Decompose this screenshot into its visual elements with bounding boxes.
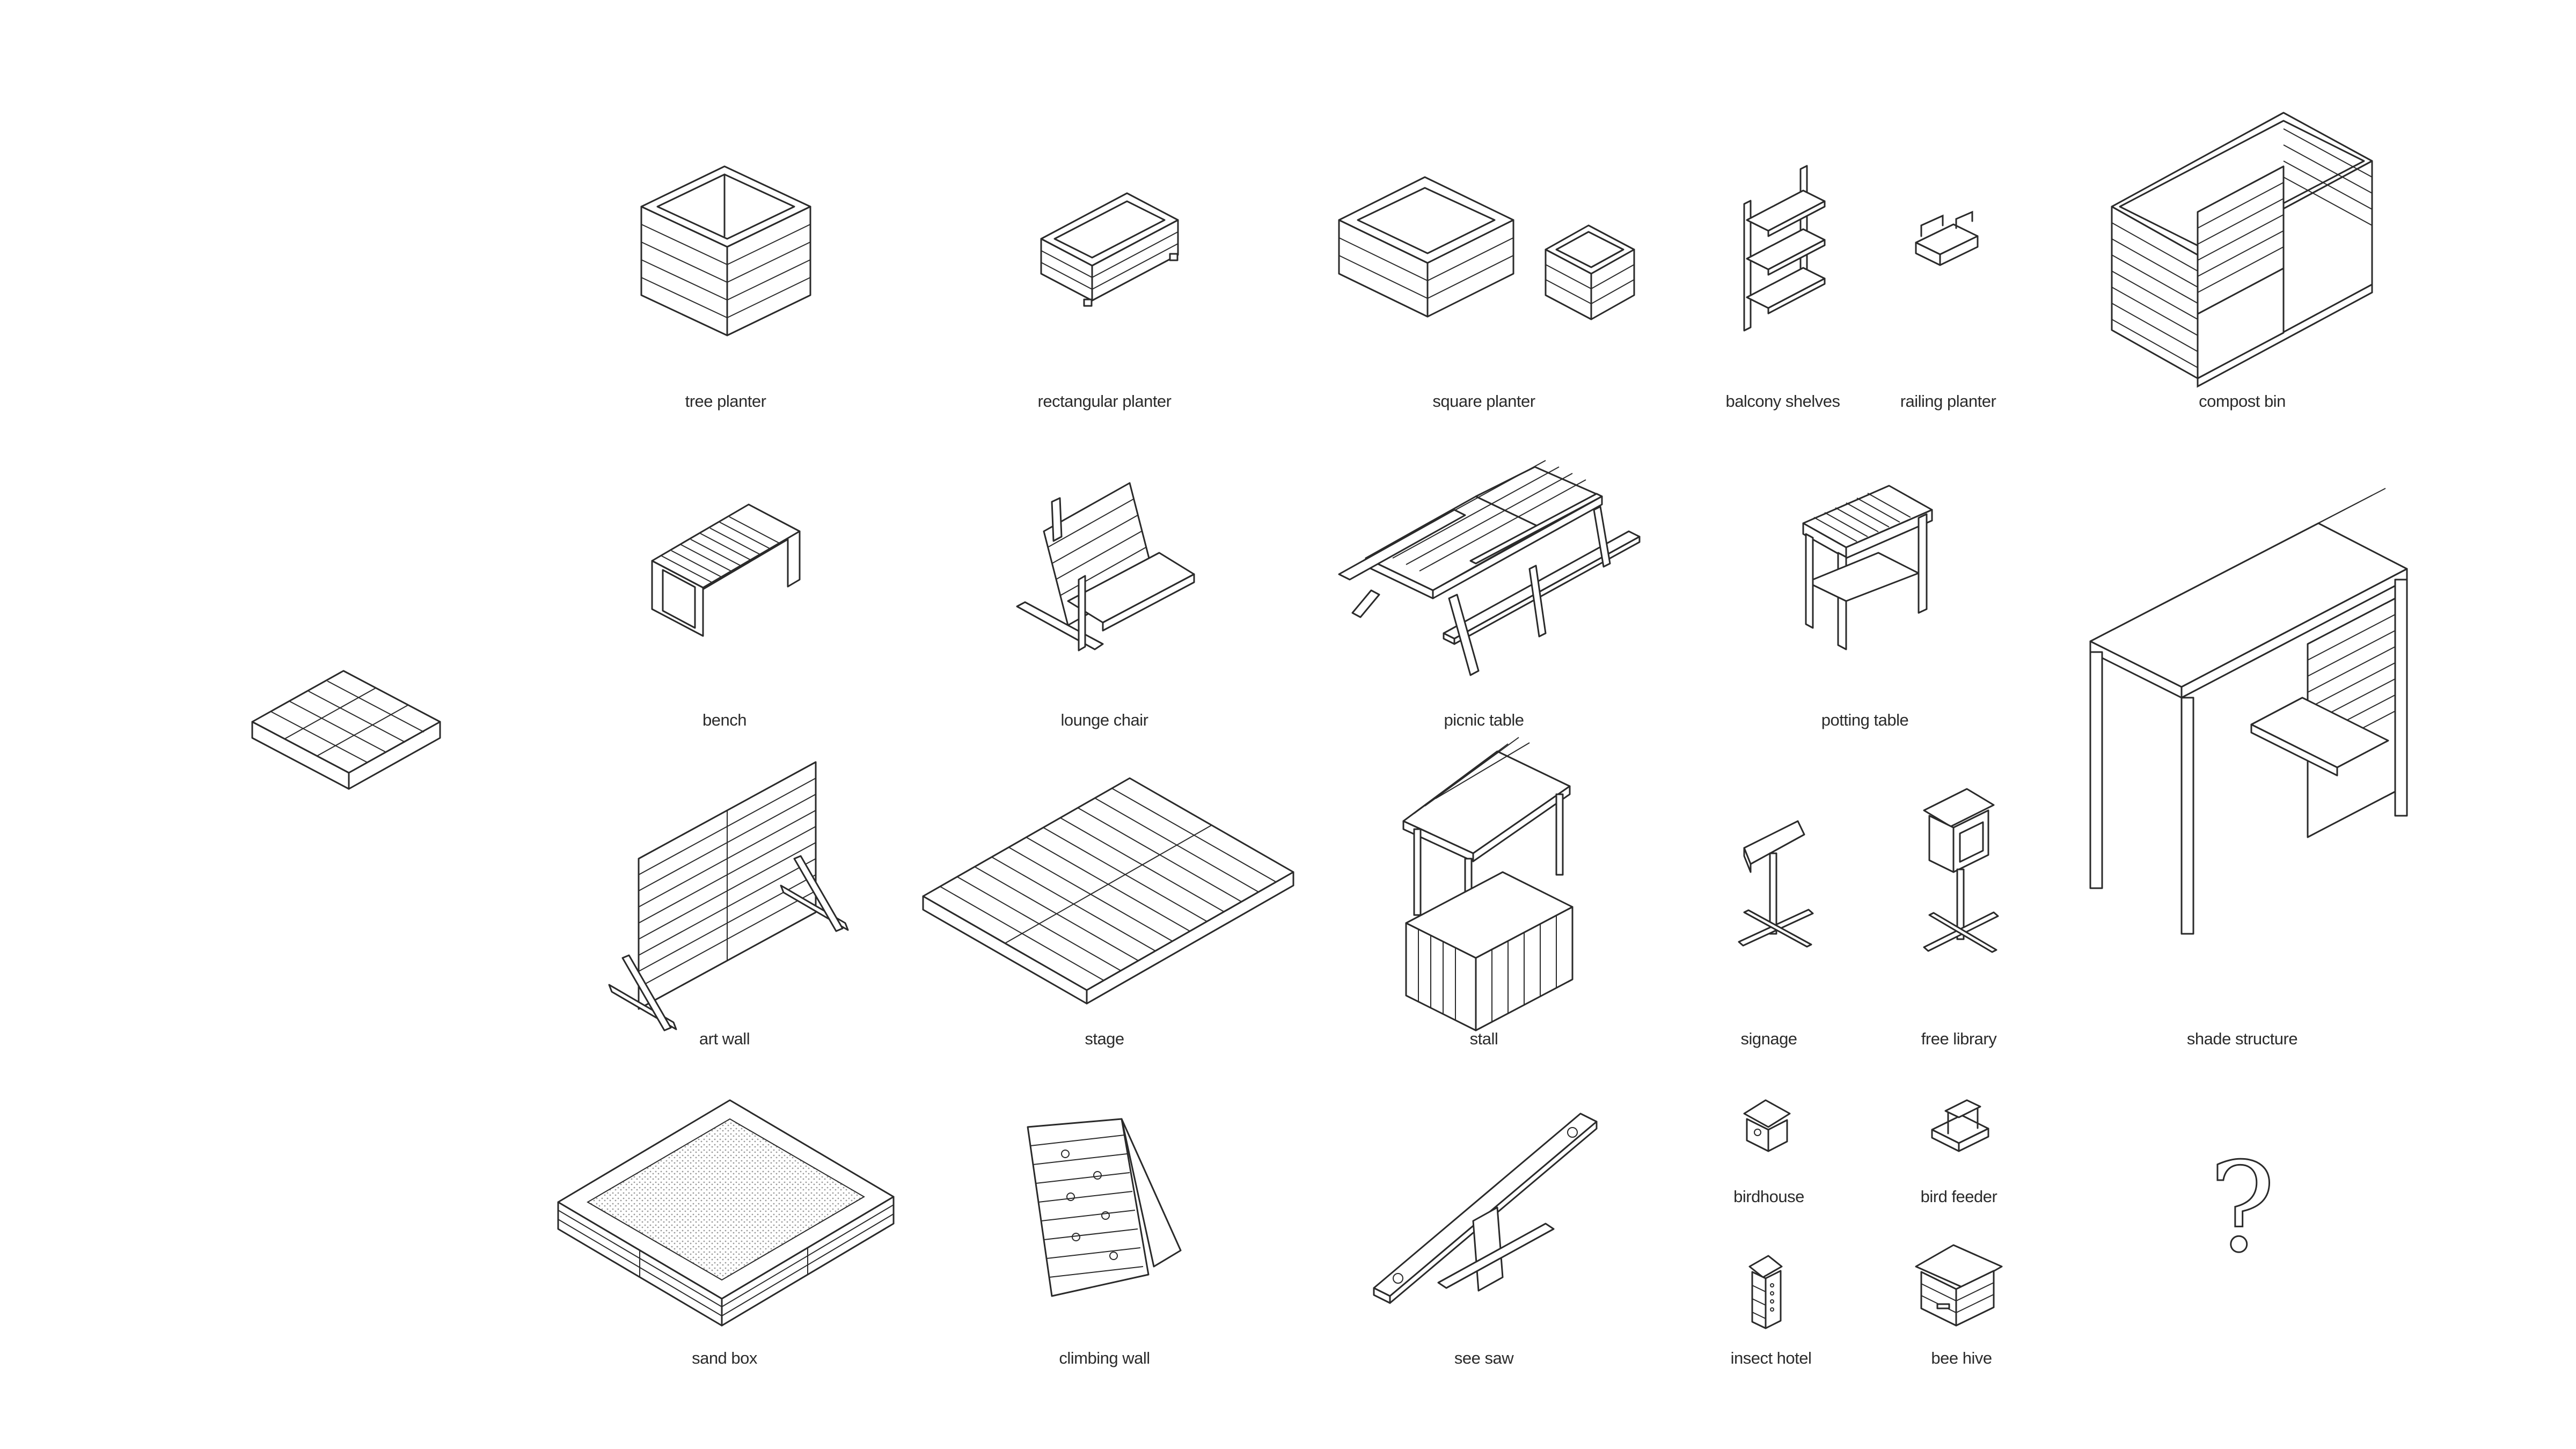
rectangular-planter-label: rectangular planter (1038, 392, 1172, 411)
tree-planter-drawing (640, 165, 811, 336)
bird-feeder-label: bird feeder (1921, 1187, 1997, 1206)
picnic-table-label: picnic table (1444, 711, 1524, 729)
potting-table-drawing (1802, 485, 1933, 650)
bird-feeder-drawing (1931, 1099, 1989, 1152)
insect-hotel-drawing (1748, 1255, 1783, 1329)
square-planter-drawing (1338, 176, 1635, 320)
art-wall-drawing (608, 761, 849, 1031)
signage-label: signage (1740, 1029, 1797, 1048)
lounge-chair-label: lounge chair (1061, 711, 1148, 729)
stall-label: stall (1470, 1029, 1498, 1048)
insect-hotel-label: insect hotel (1731, 1349, 1812, 1367)
birdhouse-drawing (1743, 1099, 1791, 1152)
bench-drawing (651, 503, 801, 637)
shade-structure-drawing (2089, 488, 2408, 935)
stall-drawing (1402, 737, 1574, 1031)
see-saw-label: see saw (1454, 1349, 1514, 1367)
bee-hive-drawing (1915, 1244, 2003, 1327)
free-library-drawing (1923, 788, 1999, 953)
birdhouse-label: birdhouse (1733, 1187, 1804, 1206)
signage-drawing (1738, 820, 1814, 948)
compost-bin-label: compost bin (2199, 392, 2286, 411)
balcony-shelves-drawing (1743, 165, 1826, 332)
bench-label: bench (702, 711, 747, 729)
pallet-drawing (251, 670, 441, 790)
climbing-wall-label: climbing wall (1059, 1349, 1150, 1367)
square-planter-label: square planter (1432, 392, 1535, 411)
balcony-shelves-label: balcony shelves (1725, 392, 1840, 411)
sand-box-drawing (557, 1099, 895, 1327)
free-library-label: free library (1921, 1029, 1997, 1048)
stage-drawing (922, 777, 1294, 1005)
lounge-chair-drawing (1016, 482, 1195, 652)
sand-box-label: sand box (692, 1349, 758, 1367)
art-wall-label: art wall (699, 1029, 750, 1048)
stage-label: stage (1085, 1029, 1124, 1048)
see-saw-drawing (1373, 1113, 1598, 1304)
climbing-wall-drawing (1027, 1118, 1182, 1297)
compost-bin-drawing (2111, 112, 2373, 388)
shade-structure-label: shade structure (2187, 1029, 2297, 1048)
railing-planter-label: railing planter (1900, 392, 1996, 411)
rectangular-planter-drawing (1040, 192, 1179, 307)
railing-planter-drawing (1915, 210, 1979, 266)
bee-hive-label: bee hive (1931, 1349, 1992, 1367)
potting-table-label: potting table (1821, 711, 1908, 729)
picnic-table-drawing (1338, 460, 1641, 676)
tree-planter-label: tree planter (685, 392, 766, 411)
question-mark-placeholder: ? (2209, 1137, 2275, 1280)
